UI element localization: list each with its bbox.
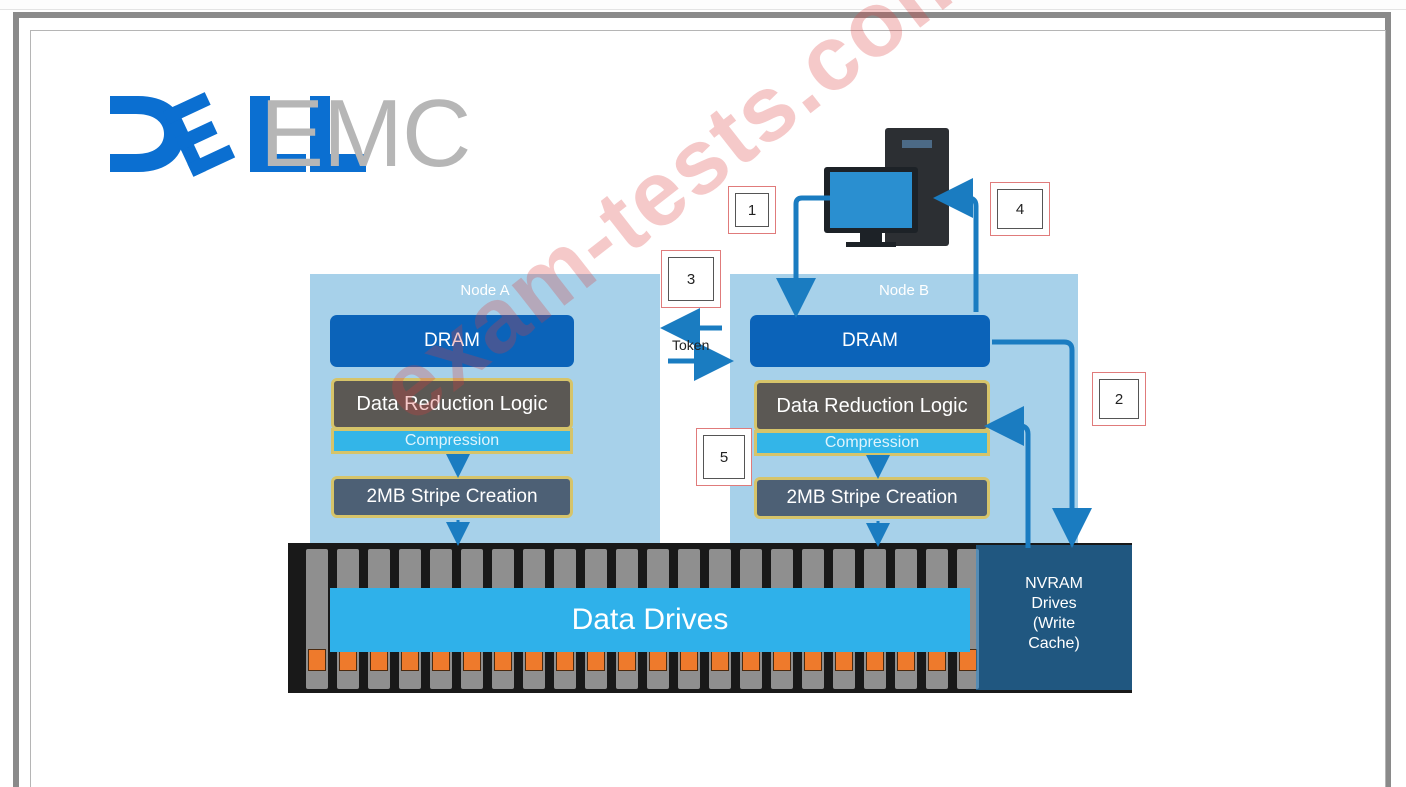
nvram-drives-band (976, 545, 1132, 690)
drive-latch (308, 649, 326, 671)
node-b-title: Node B (878, 282, 930, 299)
nvram-line-2: Drives (1031, 595, 1077, 612)
step-4-label: 4 (997, 189, 1043, 229)
dell-logo (110, 92, 366, 177)
step-1-label: 1 (735, 193, 769, 227)
nvram-drives-label: NVRAM Drives (Write Cache) (1012, 574, 1096, 654)
top-strip (0, 0, 1406, 10)
token-label: Token (672, 337, 710, 353)
data-drives-label: Data Drives (330, 588, 970, 652)
step-2-label: 2 (1099, 379, 1139, 419)
node-b-stripe-creation: 2MB Stripe Creation (754, 477, 990, 519)
inner-frame (30, 30, 1386, 787)
node-a-compression: Compression (331, 428, 573, 454)
nvram-line-1: NVRAM (1025, 575, 1083, 592)
nvram-line-4: Cache) (1028, 635, 1080, 652)
emc-logo-text: EMC (260, 80, 471, 187)
node-b-compression: Compression (754, 430, 990, 456)
node-b-data-reduction-logic: Data Reduction Logic (754, 380, 990, 432)
step-5-label: 5 (703, 435, 745, 479)
node-b-dram: DRAM (750, 315, 990, 367)
step-3-box: 3 (661, 250, 721, 308)
step-4-box: 4 (990, 182, 1050, 236)
step-5-box: 5 (696, 428, 752, 486)
step-2-box: 2 (1092, 372, 1146, 426)
drive-slot (306, 549, 328, 689)
nvram-line-3: (Write (1032, 615, 1076, 632)
computer-icon (824, 128, 949, 247)
node-a-dram: DRAM (330, 315, 574, 367)
step-3-label: 3 (668, 257, 714, 301)
node-a-data-reduction-logic: Data Reduction Logic (331, 378, 573, 430)
step-1-box: 1 (728, 186, 776, 234)
node-a-title: Node A (460, 282, 510, 299)
